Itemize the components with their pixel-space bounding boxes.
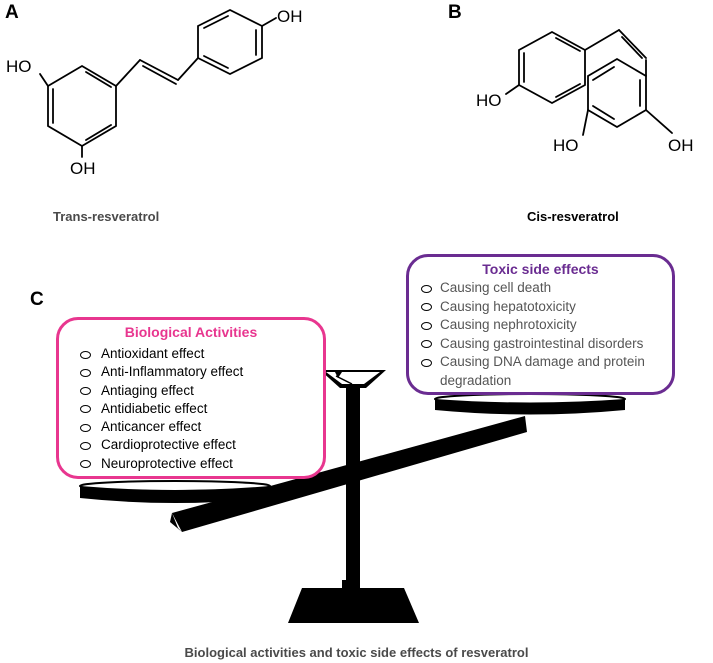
- cis-resveratrol-structure: [505, 29, 673, 136]
- cis-ho-left-label: HO: [476, 91, 502, 110]
- cis-oh-bottom-label: OH: [668, 136, 694, 155]
- bullet-icon: [80, 350, 91, 359]
- list-item: Anticancer effect: [80, 418, 323, 436]
- cis-ho-bottom-label: HO: [553, 136, 579, 155]
- trans-oh-top-label: OH: [277, 7, 303, 26]
- list-item: Cardioprotective effect: [80, 436, 323, 454]
- bullet-icon: [421, 321, 432, 330]
- list-item: Antidiabetic effect: [80, 400, 323, 418]
- caption-figure-c: Biological activities and toxic side eff…: [184, 645, 529, 660]
- biological-activities-list: Antioxidant effect Anti-Inflammatory eff…: [59, 345, 323, 473]
- trans-ho-left-label: HO: [6, 57, 32, 76]
- list-item: Neuroprotective effect: [80, 455, 323, 473]
- caption-cis-resveratrol: Cis-resveratrol: [527, 209, 619, 224]
- list-item: Anti-Inflammatory effect: [80, 363, 323, 381]
- left-pan: [79, 480, 271, 503]
- bullet-icon: [80, 368, 91, 377]
- bullet-icon: [80, 441, 91, 450]
- trans-resveratrol-structure: [39, 8, 277, 158]
- scale-pointer-head: [320, 370, 386, 388]
- molecule-structures: HO OH OH HO HO OH: [6, 7, 694, 178]
- bullet-icon: [421, 358, 432, 367]
- list-item: Causing hepatotoxicity: [421, 298, 672, 317]
- bullet-icon: [421, 303, 432, 312]
- right-pan: [434, 393, 626, 415]
- bullet-icon: [80, 405, 91, 414]
- list-item: Causing nephrotoxicity: [421, 316, 672, 335]
- list-item: Antiaging effect: [80, 382, 323, 400]
- toxic-side-effects-list: Causing cell death Causing hepatotoxicit…: [409, 279, 672, 391]
- biological-activities-box: Biological Activities Antioxidant effect…: [56, 317, 326, 479]
- list-item: Causing DNA damage and protein degradati…: [421, 353, 672, 390]
- bullet-icon: [80, 387, 91, 396]
- bullet-icon: [421, 284, 432, 293]
- bullet-icon: [80, 460, 91, 469]
- list-item: Causing cell death: [421, 279, 672, 298]
- biological-activities-title: Biological Activities: [124, 324, 258, 340]
- scale-beam: [170, 416, 527, 532]
- caption-trans-resveratrol: Trans-resveratrol: [53, 209, 160, 224]
- list-item: Antioxidant effect: [80, 345, 323, 363]
- panel-label-a: A: [5, 2, 19, 23]
- trans-oh-bottom-label: OH: [70, 159, 96, 178]
- scale-base: [288, 588, 419, 623]
- bullet-icon: [80, 423, 91, 432]
- list-item: Causing gastrointestinal disorders: [421, 335, 672, 354]
- panel-label-c: C: [30, 289, 44, 310]
- bullet-icon: [421, 340, 432, 349]
- toxic-side-effects-box: Toxic side effects Causing cell death Ca…: [406, 254, 675, 395]
- toxic-side-effects-title: Toxic side effects: [482, 261, 599, 277]
- panel-label-b: B: [448, 2, 462, 23]
